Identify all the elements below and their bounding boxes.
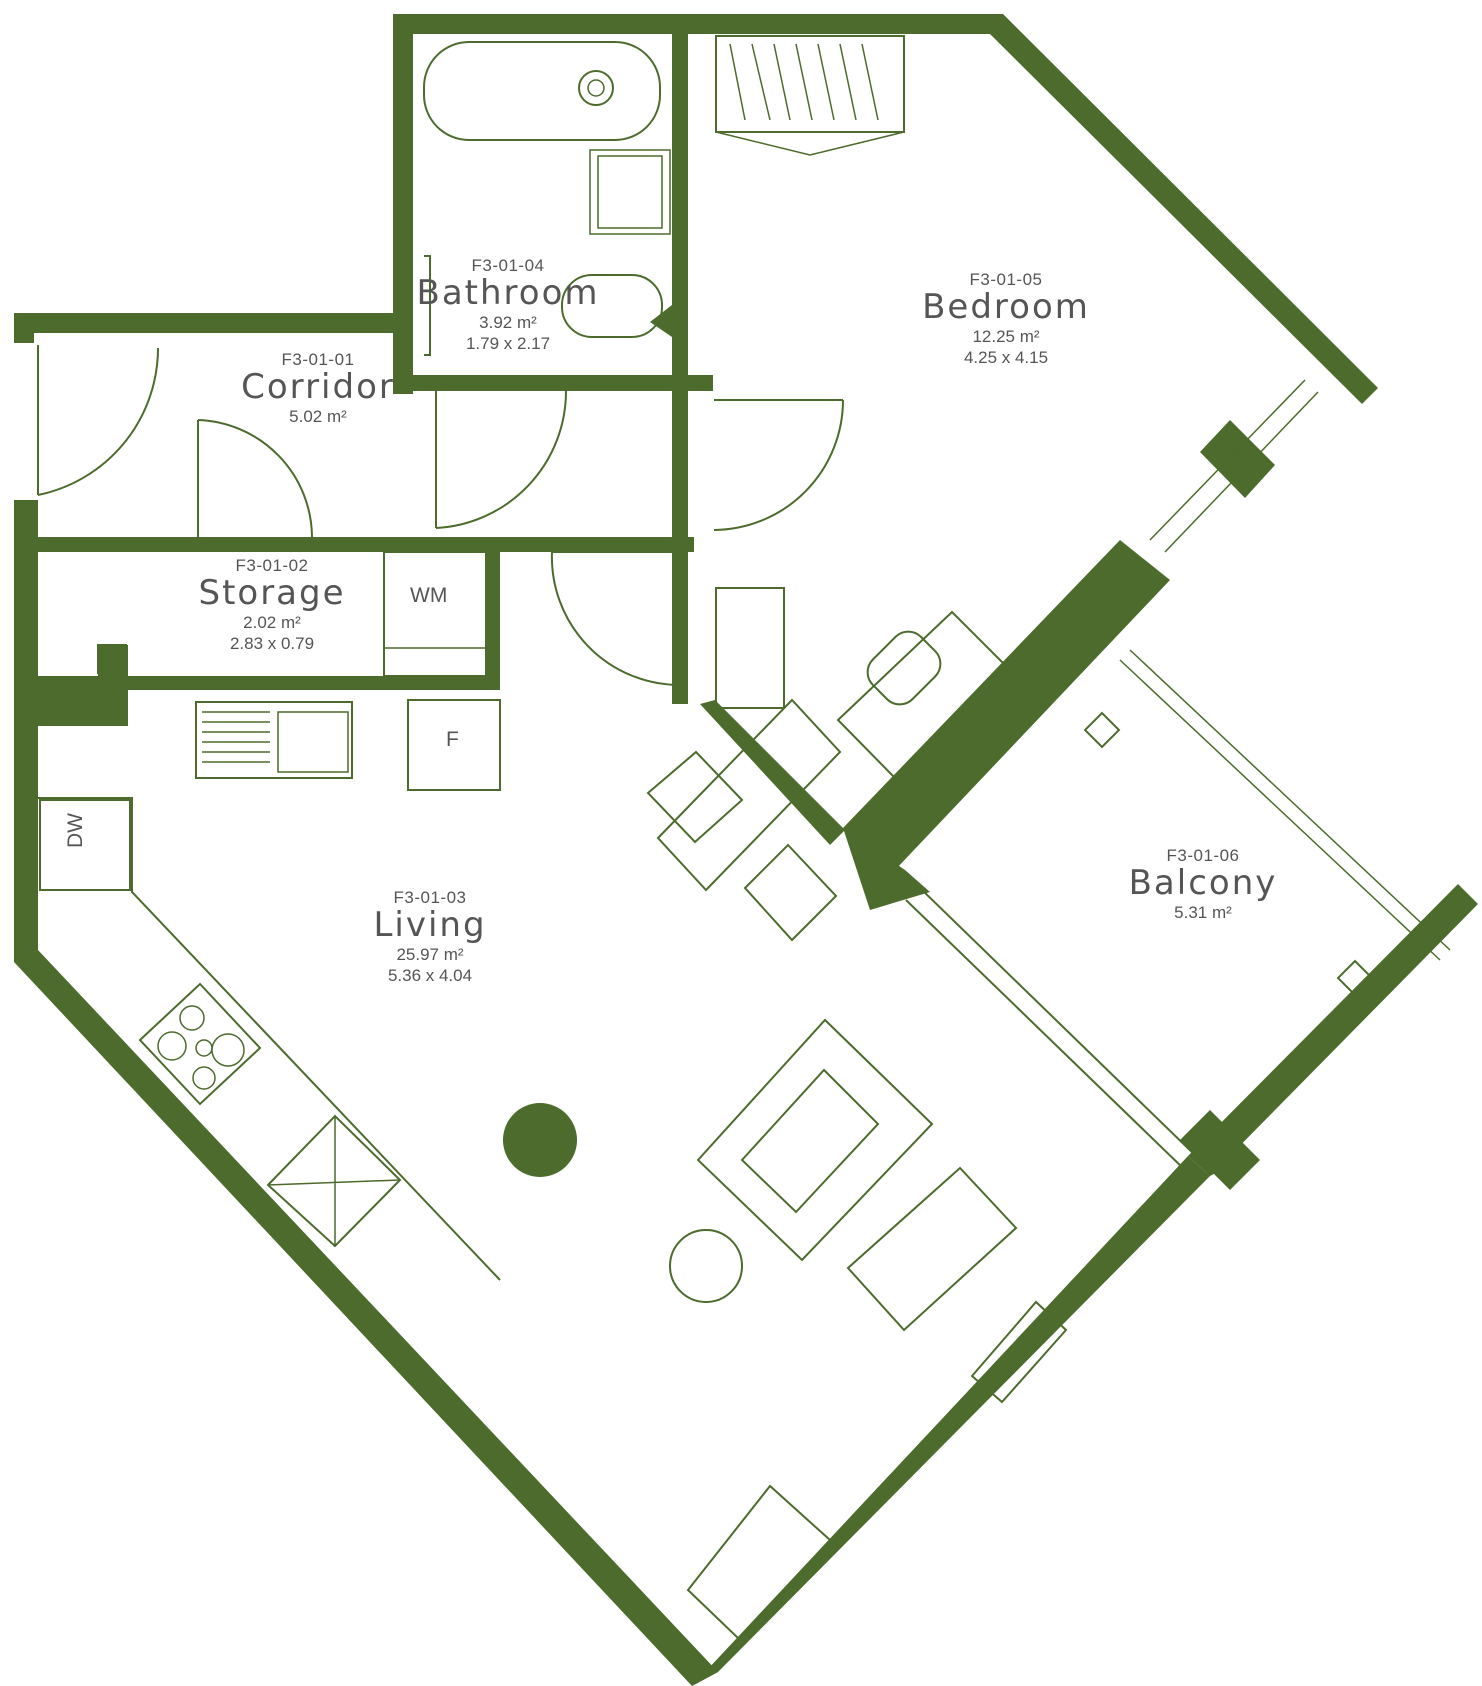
- room-area: 5.02 m²: [289, 406, 347, 426]
- room-name: Corridor: [241, 367, 395, 407]
- exterior-walls: [14, 14, 1478, 1686]
- room-label-corridor: F3-01-01 Corridor 5.02 m²: [241, 350, 395, 427]
- room-area: 2.02 m²: [243, 612, 301, 632]
- sliding-doors: [905, 379, 1451, 1171]
- room-name: Bathroom: [416, 273, 600, 313]
- room-code: F3-01-01: [281, 350, 355, 369]
- dishwasher-label: DW: [64, 813, 87, 848]
- room-name: Balcony: [1128, 863, 1278, 903]
- room-dimensions: 5.36 x 4.04: [387, 965, 473, 985]
- kitchen: [38, 699, 501, 1281]
- room-area: 12.25 m²: [972, 326, 1040, 346]
- bathroom-fixtures: [423, 41, 672, 356]
- room-name: Living: [373, 905, 487, 945]
- room-label-balcony: F3-01-06 Balcony 5.31 m²: [1129, 846, 1278, 923]
- room-label-living: F3-01-03 Living 25.97 m² 5.36 x 4.04: [373, 888, 486, 986]
- doors: [37, 345, 844, 686]
- room-dimensions: 1.79 x 2.17: [465, 333, 551, 353]
- fridge-label: F: [446, 728, 459, 751]
- room-code: F3-01-05: [969, 270, 1043, 289]
- room-name: Storage: [198, 573, 346, 613]
- room-area: 25.97 m²: [396, 944, 464, 964]
- storage-units: [97, 551, 487, 677]
- room-area: 5.31 m²: [1174, 902, 1232, 922]
- room-dimensions: 4.25 x 4.15: [963, 347, 1049, 367]
- washing-machine-label: WM: [410, 584, 448, 607]
- dining-set: [646, 698, 842, 942]
- room-area: 3.92 m²: [479, 312, 537, 332]
- room-name: Bedroom: [922, 287, 1090, 327]
- interior-walls: [38, 34, 1275, 1190]
- room-label-storage: F3-01-02 Storage 2.02 m² 2.83 x 0.79: [198, 556, 345, 654]
- room-code: F3-01-03: [393, 888, 467, 907]
- room-code: F3-01-02: [235, 556, 309, 575]
- room-code: F3-01-06: [1166, 846, 1240, 865]
- wardrobe: [715, 35, 905, 156]
- room-code: F3-01-04: [471, 256, 545, 275]
- room-dimensions: 2.83 x 0.79: [229, 633, 315, 653]
- room-label-bedroom: F3-01-05 Bedroom 12.25 m² 4.25 x 4.15: [922, 270, 1090, 368]
- living-furniture: [503, 1018, 1068, 1642]
- desk: [715, 587, 1012, 780]
- room-label-bathroom: F3-01-04 Bathroom 3.92 m² 1.79 x 2.17: [417, 256, 600, 354]
